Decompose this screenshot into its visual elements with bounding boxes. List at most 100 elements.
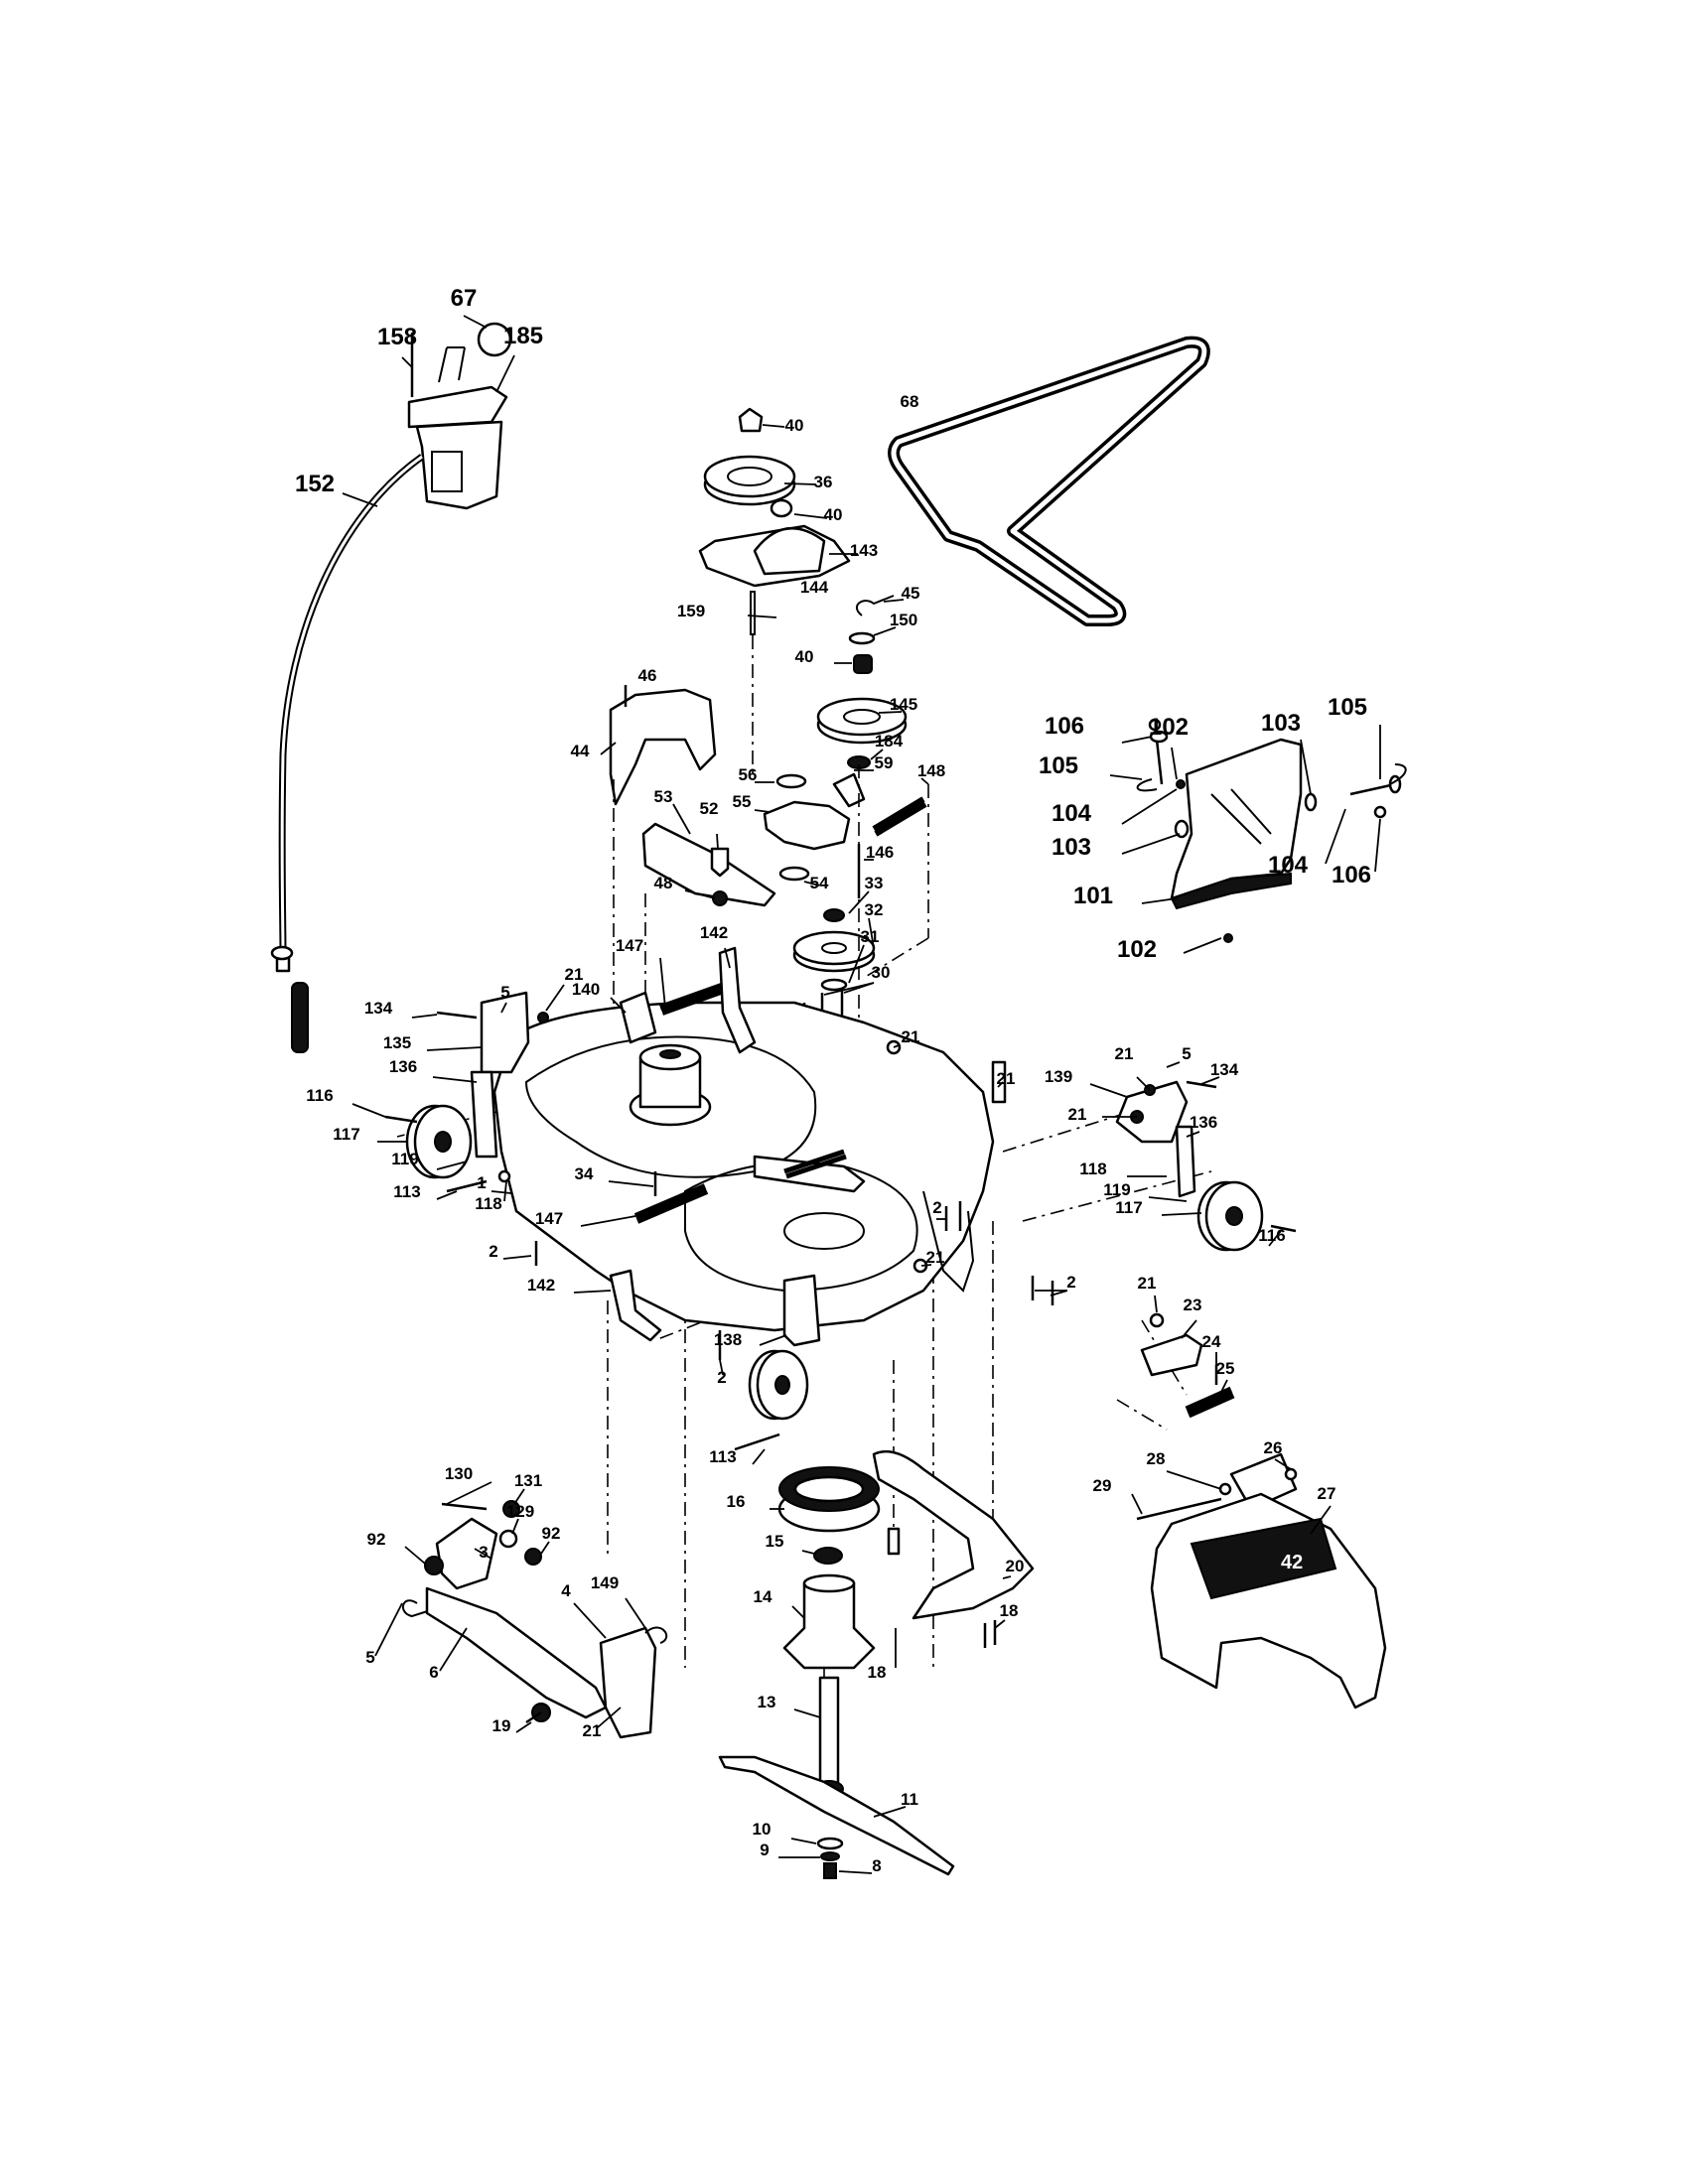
part-number-label: 24 <box>1202 1332 1221 1351</box>
part-number-label: 28 <box>1147 1449 1166 1468</box>
deck-left-spindle <box>629 1043 712 1127</box>
hanger-link-6 <box>425 1586 608 1719</box>
part-number-label: 113 <box>393 1182 420 1201</box>
part-number-label: 2 <box>489 1242 497 1261</box>
spring-148 <box>872 796 927 837</box>
part-number-label: 45 <box>902 584 920 603</box>
part-number-label: 8 <box>872 1856 881 1875</box>
bolt-130 <box>441 1502 488 1511</box>
part-number-label: 147 <box>535 1209 563 1228</box>
part-number-label: 36 <box>814 473 833 491</box>
bolt-116-left <box>384 1115 418 1124</box>
part-number-label: 20 <box>1006 1557 1025 1575</box>
part-number-label: 14 <box>754 1587 772 1606</box>
spring-147-lower <box>633 1183 709 1224</box>
part-number-label: 54 <box>810 874 829 892</box>
part-number-label: 5 <box>1182 1044 1191 1063</box>
part-number-label: 119 <box>391 1150 418 1168</box>
nut-118-left <box>497 1169 511 1183</box>
idler-pulley-group <box>698 407 851 635</box>
center-pulley-stack <box>816 595 908 769</box>
washer-56 <box>775 773 807 789</box>
part-number-label: 106 <box>1045 713 1084 740</box>
part-number-label: 143 <box>850 541 878 560</box>
part-number-label: 104 <box>1268 852 1309 879</box>
part-number-label: 15 <box>766 1532 784 1551</box>
part-number-label: 129 <box>506 1502 534 1521</box>
part-number-label: 5 <box>365 1648 374 1667</box>
part-number-label: 92 <box>542 1524 561 1543</box>
nut-40-lower <box>853 654 873 674</box>
bolt-92-left <box>424 1556 444 1575</box>
cable-spring-end <box>291 982 309 1053</box>
lift-bracket-assembly <box>424 1500 542 1590</box>
part-number-label: 149 <box>591 1573 619 1592</box>
part-number-label: 21 <box>926 1248 945 1267</box>
part-number-label: 104 <box>1052 800 1092 827</box>
nut-40-mid <box>770 498 793 518</box>
left-wheel-assembly <box>384 991 549 1193</box>
part-number-label: 144 <box>800 578 829 597</box>
rod-29 <box>1136 1497 1222 1521</box>
part-number-label: 29 <box>1093 1476 1112 1495</box>
spindle-pulley-stack <box>792 908 876 1062</box>
part-number-label: 102 <box>1117 936 1157 963</box>
bolt-113-left <box>446 1179 488 1193</box>
part-number-label: 147 <box>616 936 643 955</box>
part-number-label: 48 <box>654 874 673 892</box>
part-number-label: 21 <box>1138 1274 1157 1293</box>
spindle-housing-14 <box>782 1581 876 1670</box>
front-hanger-assembly <box>402 1586 668 1739</box>
part-number-label: 6 <box>429 1663 438 1682</box>
part-number-label: 34 <box>575 1164 594 1183</box>
part-number-label: 142 <box>527 1276 555 1295</box>
washer-31 <box>820 978 848 992</box>
nut-26 <box>1284 1467 1298 1481</box>
part-number-label: 103 <box>1052 834 1091 861</box>
spring-147-upper <box>658 980 734 1016</box>
part-number-label: 140 <box>572 980 600 999</box>
nut-28 <box>1218 1482 1232 1496</box>
part-number-label: 92 <box>367 1530 386 1549</box>
part-number-label: 134 <box>364 999 393 1018</box>
part-number-label: 68 <box>901 392 919 411</box>
idler-arm-assembly <box>763 772 927 898</box>
part-number-label: 21 <box>583 1721 602 1740</box>
discharge-chute-101 <box>1136 718 1407 943</box>
part-number-label: 11 <box>901 1790 918 1809</box>
mulch-cover-27: 42 <box>1136 1452 1387 1709</box>
part-number-label: 2 <box>1066 1273 1075 1292</box>
part-number-label: 40 <box>785 416 804 435</box>
washer-10 <box>816 1837 844 1850</box>
part-number-label: 21 <box>1068 1105 1087 1124</box>
part-number-label: 10 <box>753 1820 772 1839</box>
part-number-label: 103 <box>1261 710 1301 737</box>
part-number-label: 117 <box>333 1125 359 1144</box>
part-number-label: 40 <box>795 647 814 666</box>
blade-spindle-assembly <box>718 1466 955 1879</box>
bearing-15 <box>813 1547 843 1565</box>
part-number-label: 119 <box>1103 1180 1130 1199</box>
bracket-59 <box>832 772 866 808</box>
part-number-label: 105 <box>1328 694 1367 721</box>
bolt-8 <box>823 1862 837 1879</box>
part-number-label: 1 <box>477 1173 486 1192</box>
part-number-label: 116 <box>1258 1226 1285 1245</box>
clutch-bracket-body-185 <box>415 420 503 510</box>
bolt-134-left <box>436 1011 478 1020</box>
part-number-label: 138 <box>714 1330 742 1349</box>
nut-48 <box>712 890 728 906</box>
part-number-label: 146 <box>866 843 894 862</box>
part-number-label: 56 <box>739 765 758 784</box>
cover-143 <box>753 526 826 576</box>
front-wheel-assembly <box>734 1274 821 1451</box>
deck-fasteners <box>534 1039 1054 1360</box>
part-number-label: 33 <box>865 874 884 892</box>
knob-part-67 <box>477 322 512 357</box>
part-number-label: 113 <box>709 1447 736 1466</box>
bracket-136-left <box>470 1070 498 1159</box>
part-number-label: 116 <box>306 1086 333 1105</box>
nut-21-left <box>537 1012 549 1024</box>
